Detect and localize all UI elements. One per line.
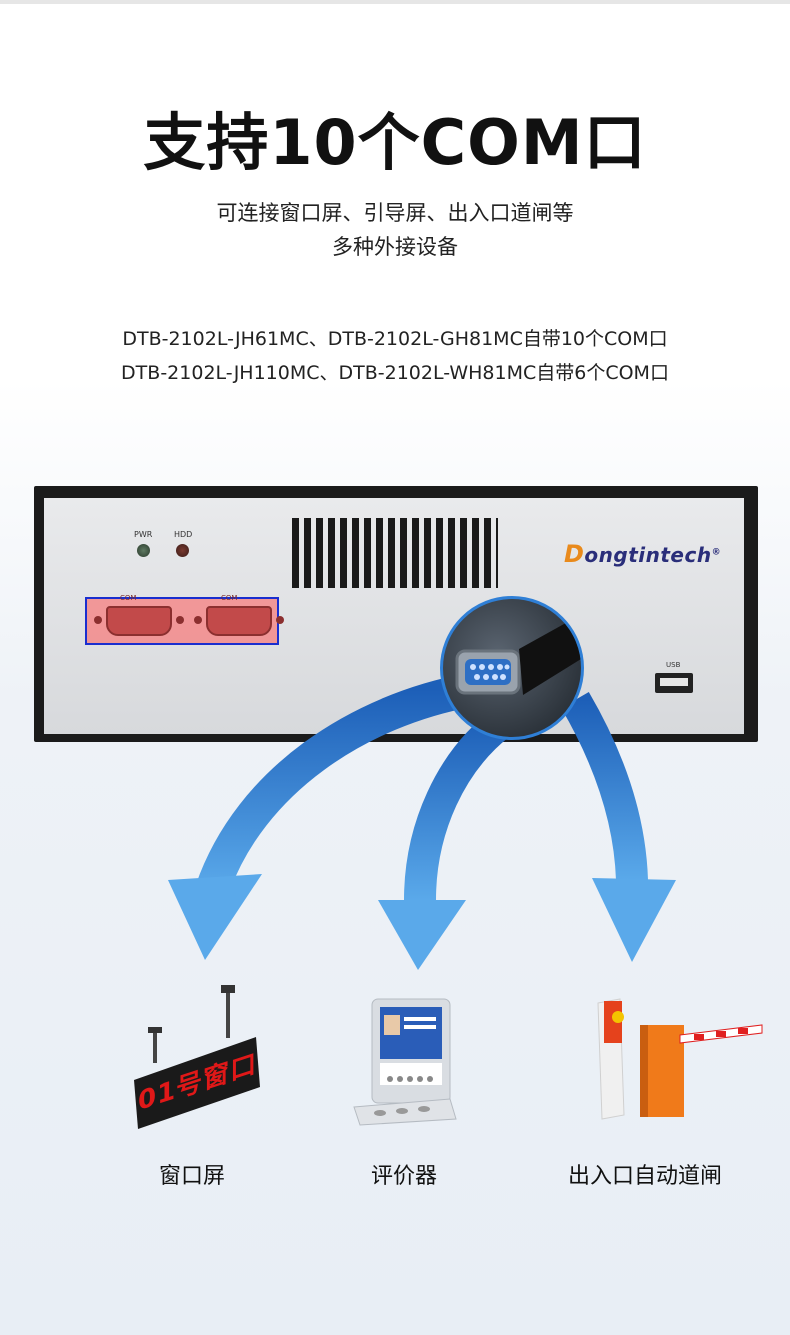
usb-port (655, 673, 693, 693)
evaluator-label: 评价器 (370, 1164, 437, 1189)
arrow-middle (378, 707, 515, 970)
subtitle-line-2: 多种外接设备 (332, 235, 458, 259)
page-title: 支持10个COM口 (143, 106, 647, 179)
model-line-2: DTB-2102L-JH110MC、DTB-2102L-WH81MC自带6个CO… (121, 362, 669, 384)
brand-initial: D (564, 540, 585, 568)
model-line-1: DTB-2102L-JH61MC、DTB-2102L-GH81MC自带10个CO… (122, 328, 668, 350)
com-port-1 (94, 606, 184, 636)
brand-logo: Dongtintech® (564, 540, 721, 568)
usb-label: USB (666, 661, 681, 669)
com-port-label-2: COM (221, 594, 238, 602)
hdd-label: HDD (174, 530, 193, 539)
top-divider (0, 0, 790, 4)
window-screen-label: 窗口屏 (158, 1164, 225, 1189)
subtitle-line-1: 可连接窗口屏、引导屏、出入口道闸等 (216, 201, 574, 225)
vent-grille (292, 518, 498, 588)
brand-name: ongtintech (584, 543, 712, 567)
window-screen-illustration (134, 985, 260, 1129)
subtitle: 可连接窗口屏、引导屏、出入口道闸等 多种外接设备 (0, 196, 790, 264)
arrow-left (168, 673, 474, 960)
gate-illustration (597, 998, 763, 1120)
com-port-label-1: COM (120, 594, 137, 602)
serial-cable-callout (440, 596, 584, 740)
db9-connector-icon (455, 619, 581, 695)
gate-label: 出入口自动道闸 (567, 1164, 722, 1189)
registered-mark: ® (711, 547, 722, 558)
pwr-led (137, 544, 150, 557)
com-port-2 (194, 606, 284, 636)
evaluator-illustration (353, 998, 457, 1126)
arrow-right (561, 691, 676, 962)
model-list: DTB-2102L-JH61MC、DTB-2102L-GH81MC自带10个CO… (0, 322, 790, 390)
hdd-led (176, 544, 189, 557)
pwr-label: PWR (134, 530, 153, 539)
